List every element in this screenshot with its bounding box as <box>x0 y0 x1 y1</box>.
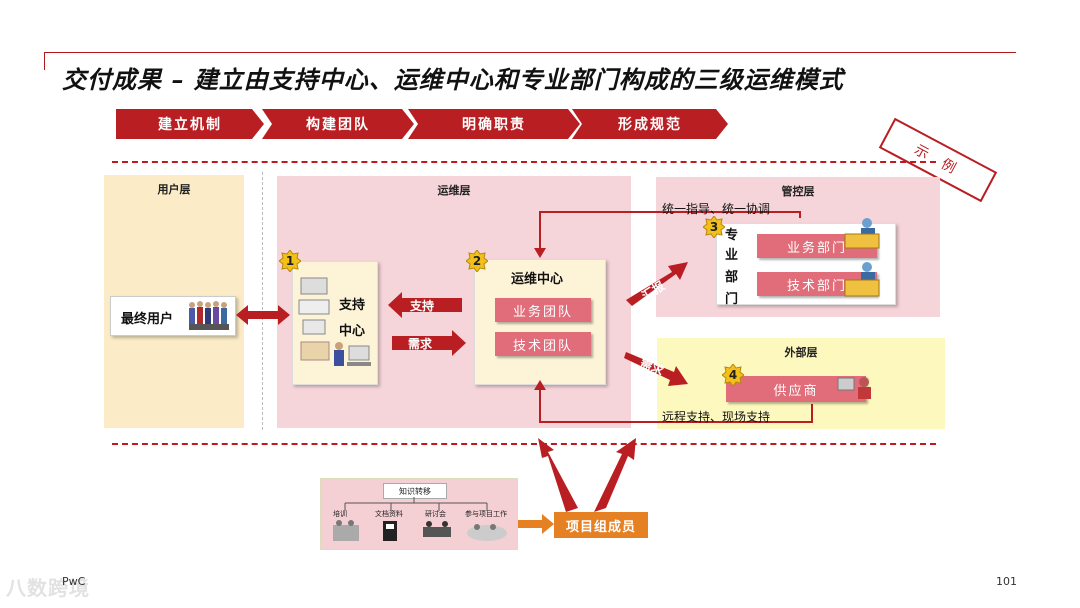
project-up-arrows <box>538 438 636 512</box>
tech-team-box: 技术团队 <box>495 332 591 356</box>
supplier-worker-icon <box>837 377 871 399</box>
step-2: 构建团队 <box>262 109 414 139</box>
badge-2: 2 <box>466 250 488 272</box>
bottom-dashed-separator <box>112 443 936 445</box>
ops-layer-label: 运维层 <box>437 184 471 197</box>
support-arrow <box>388 292 462 318</box>
ops-center-node: 运维中心 业务团队 技术团队 <box>474 259 606 385</box>
pro-dept-char-2: 业 <box>725 248 739 263</box>
knowledge-activity-icons <box>333 520 507 541</box>
badge-3: 3 <box>703 216 725 238</box>
watermark: 八数跨境 <box>6 576 90 600</box>
people-icon <box>189 301 229 330</box>
unified-annotation: 统一指导、统一协调 <box>662 202 771 216</box>
step-chevrons: 建立机制 构建团队 明确职责 形成规范 <box>116 109 728 139</box>
biz-team-box: 业务团队 <box>495 298 591 322</box>
knowledge-item-seminar: 研讨会 <box>425 510 446 518</box>
knowledge-tree-lines <box>344 497 488 511</box>
demand-arrow <box>392 330 466 356</box>
professional-dept-node: 专 业 部 门 业务部门 技术部门 <box>716 218 896 307</box>
project-members-box: 项目组成员 <box>554 512 648 538</box>
title-rule <box>44 52 1016 53</box>
pro-dept-char-3: 部 <box>725 270 739 285</box>
knowledge-item-docs: 文档资料 <box>375 510 403 518</box>
title-rule-tick <box>44 52 45 70</box>
worker-desk-icon <box>844 218 880 249</box>
end-user-label: 最终用户 <box>121 312 174 327</box>
knowledge-to-project-arrow <box>518 514 554 534</box>
badge-3-number: 3 <box>709 220 719 234</box>
external-layer-label: 外部层 <box>784 346 818 359</box>
pro-dept-char-4: 门 <box>725 292 739 307</box>
knowledge-title: 知识转移 <box>383 483 447 499</box>
report-arrow <box>626 262 688 306</box>
layer-divider <box>262 172 263 430</box>
knowledge-item-project: 参与项目工作 <box>465 510 507 518</box>
worker-desk-icon-2 <box>844 262 880 297</box>
support-center-label-2: 中心 <box>339 324 366 339</box>
control-layer-label: 管控层 <box>781 185 815 198</box>
badge-2-number: 2 <box>472 254 482 268</box>
support-center-label-1: 支持 <box>339 298 366 313</box>
badge-1: 1 <box>279 250 301 272</box>
step-1: 建立机制 <box>116 109 264 139</box>
badge-1-number: 1 <box>285 254 295 268</box>
user-layer-label: 用户层 <box>157 183 191 196</box>
remote-annotation: 远程支持、现场支持 <box>662 410 771 424</box>
page-title: 交付成果 – 建立由支持中心、运维中心和专业部门构成的三级运维模式 <box>62 65 844 94</box>
page-number: 101 <box>996 575 1017 588</box>
operator-icon <box>334 342 371 366</box>
step-4: 形成规范 <box>572 109 728 139</box>
knowledge-transfer-box: 知识转移 培训 文档资料 研讨会 参与项目工作 <box>320 478 518 550</box>
badge-4: 4 <box>722 364 744 386</box>
support-center-node: 支持 中心 <box>292 261 378 385</box>
connector-lines <box>534 211 813 423</box>
demand-arrow-label: 需求 <box>408 337 433 351</box>
support-arrow-label: 支持 <box>410 299 435 313</box>
top-dashed-separator <box>112 161 936 163</box>
badge-4-number: 4 <box>728 368 738 382</box>
ops-center-label: 运维中心 <box>511 272 564 287</box>
pro-dept-char-1: 专 <box>725 228 739 243</box>
step-3: 明确职责 <box>408 109 580 139</box>
end-user-node: 最终用户 <box>110 296 236 336</box>
office-equipment-icon <box>298 277 330 361</box>
knowledge-item-training: 培训 <box>333 510 347 518</box>
demand-arrow-2 <box>624 352 688 386</box>
user-support-double-arrow <box>236 305 290 325</box>
footer-brand: PwC <box>62 575 86 588</box>
